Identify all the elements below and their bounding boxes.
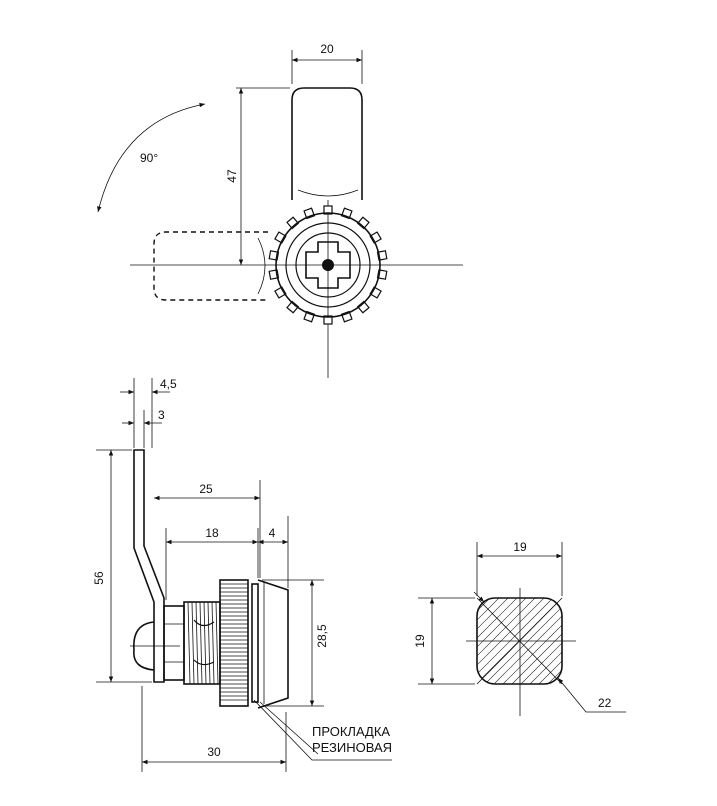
front-bezel [257, 579, 289, 709]
hatch-line [538, 598, 562, 684]
thread-line [215, 601, 219, 685]
nut-tooth [369, 286, 382, 299]
dim-section-height: 19 [413, 634, 427, 648]
hatch-line [529, 598, 562, 684]
dim-4: 4 [269, 526, 276, 540]
cylinder-circle [295, 232, 361, 298]
nut-ring-circle [285, 222, 371, 308]
thread-line [207, 601, 211, 685]
bolt-head [133, 621, 155, 671]
gasket-label-line1: ПРОКЛАДКА [312, 724, 390, 739]
nut-tooth [274, 286, 287, 299]
nut-tooth [369, 231, 382, 244]
hatch-line [477, 598, 513, 684]
hatch-line [477, 598, 531, 684]
cam-plate [133, 449, 165, 683]
dim-section-width: 19 [513, 540, 527, 554]
dim-line-diagonal [557, 677, 626, 713]
key-hole [322, 259, 334, 271]
hatch-line [477, 598, 522, 684]
dim-4-5: 4,5 [160, 377, 177, 391]
thread-line [199, 601, 203, 685]
nut-tooth [356, 300, 370, 314]
dim-56: 56 [92, 571, 106, 585]
thread-line [195, 601, 199, 685]
hatch-line [575, 594, 665, 684]
nut-outer-circle [275, 212, 381, 318]
hatch-line [638, 594, 717, 684]
hatch-line [502, 598, 562, 684]
nut-tooth [274, 231, 287, 244]
rotation-arc [97, 102, 206, 213]
hatch-line [566, 594, 656, 684]
thread-line [203, 601, 207, 685]
dim-width-top: 20 [320, 42, 334, 56]
key-slot [305, 241, 351, 289]
nut-tooth [323, 205, 333, 215]
hatch-line [477, 598, 486, 684]
dim-diagonal: 22 [598, 696, 612, 710]
section-hatching [386, 594, 717, 684]
thread-lines [187, 601, 219, 685]
cam-tongue [291, 87, 363, 200]
hatch-line [511, 598, 562, 684]
dim-height-top: 47 [225, 169, 239, 183]
square-section [476, 597, 563, 685]
thread-line [211, 601, 215, 685]
thread-line [191, 601, 195, 685]
fixing-nut [163, 605, 185, 681]
hatch-line [477, 598, 558, 684]
hatch-line [602, 594, 692, 684]
hatch-line [493, 598, 562, 684]
nut-tooth [323, 315, 333, 325]
hatch-line [477, 598, 540, 684]
hatch-line [656, 594, 717, 684]
section-view: 19 19 22 [386, 540, 717, 716]
knurled-ring [219, 579, 249, 707]
nut-tooth [286, 216, 300, 230]
hatch-line [665, 594, 717, 684]
hatch-line [629, 594, 717, 684]
rubber-gasket [251, 583, 259, 703]
hatch-line [477, 598, 549, 684]
nut-tooth [356, 216, 370, 230]
hatch-line [593, 594, 683, 684]
dim-30: 30 [207, 745, 221, 759]
cam-rotated-dashed [153, 231, 268, 301]
gasket-label-line2: РЕЗИНОВАЯ [312, 740, 392, 755]
cam-rotated-arc [257, 237, 266, 295]
nut-tooth [286, 300, 300, 314]
dim-3: 3 [158, 408, 165, 422]
hatch-line [556, 598, 562, 684]
rotation-angle: 90° [140, 151, 158, 165]
hatch-line [584, 594, 674, 684]
knurl-lines [220, 583, 248, 701]
hatch-line [611, 594, 701, 684]
thread-line [187, 601, 191, 685]
hatch-line [520, 598, 562, 684]
dim-28-5: 28,5 [315, 624, 329, 648]
hatch-line [647, 594, 717, 684]
cam-tongue-arc [297, 189, 359, 197]
dim-25: 25 [199, 482, 213, 496]
dim-18: 18 [205, 526, 219, 540]
side-view: 4,5 3 25 18 4 56 28,5 30 ПРОКЛАД [92, 377, 392, 772]
hatch-line [674, 594, 717, 684]
hatch-line [386, 594, 476, 684]
top-view: 20 47 90° [97, 42, 463, 378]
hatch-line [620, 594, 710, 684]
gasket-leader [253, 699, 392, 761]
